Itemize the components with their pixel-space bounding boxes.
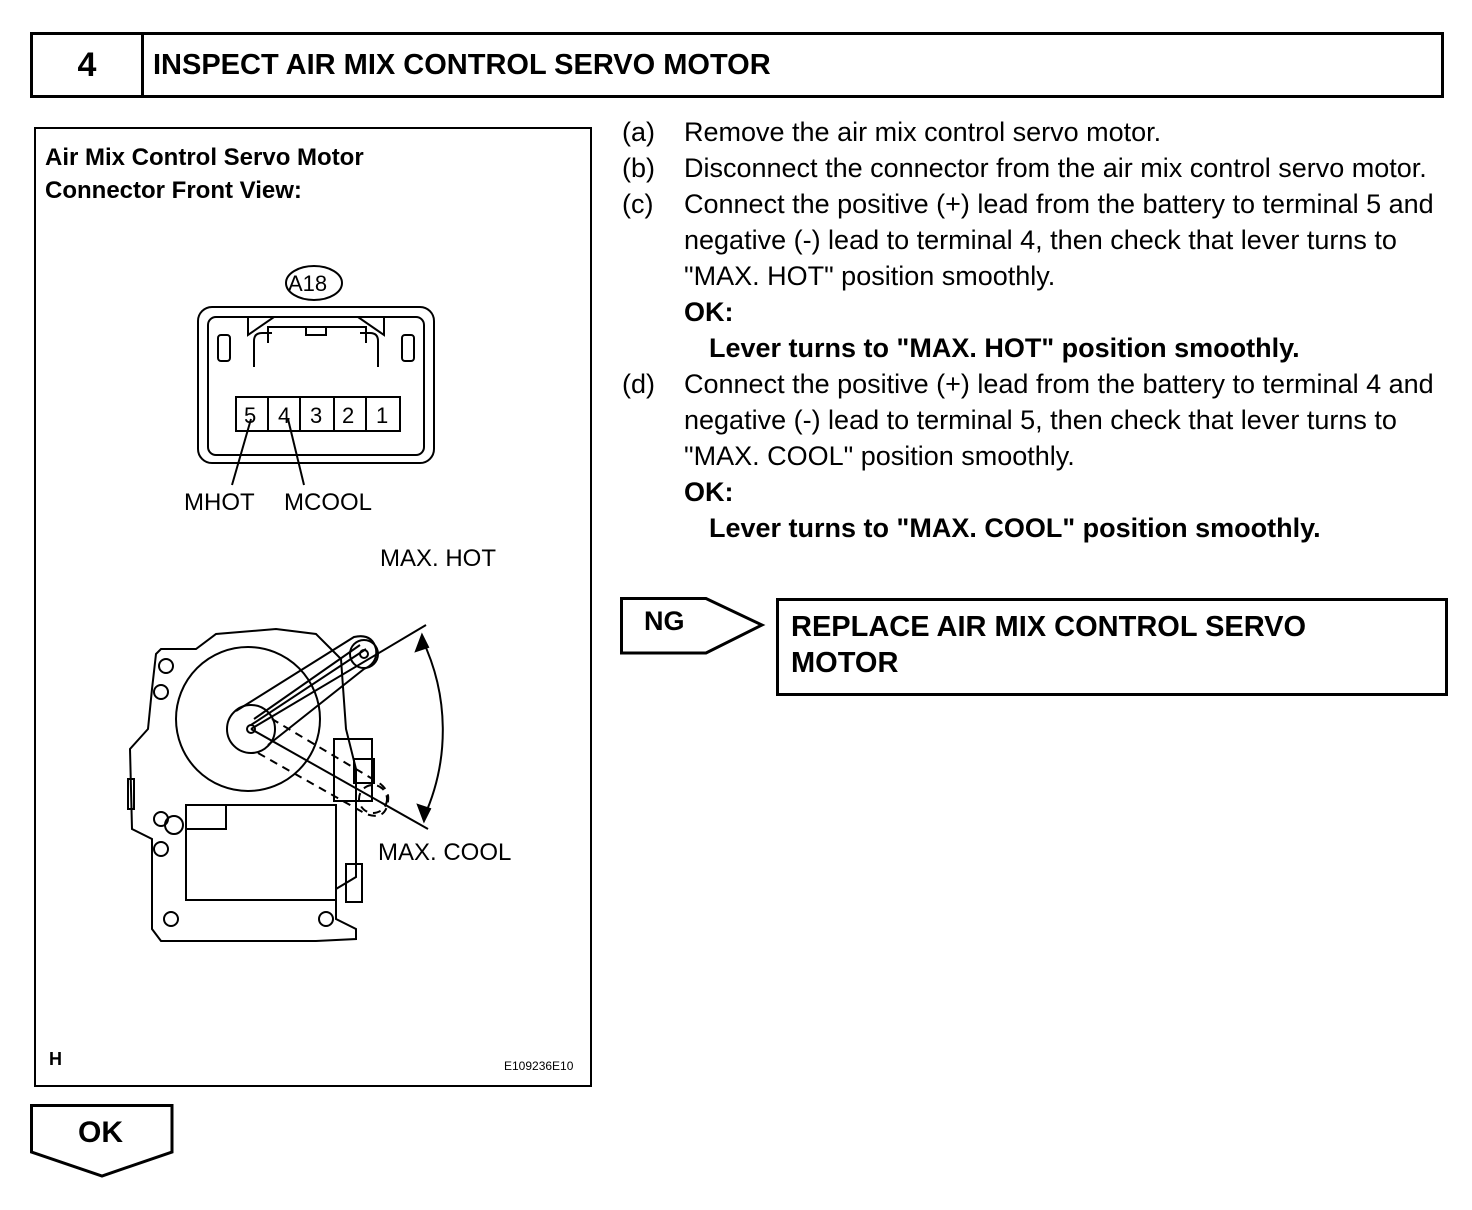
procedure-steps: (a) Remove the air mix control servo mot…	[622, 114, 1462, 546]
terminal-1: 1	[376, 403, 389, 428]
step-b: (b) Disconnect the connector from the ai…	[622, 150, 1462, 186]
ng-arrow-icon	[620, 597, 766, 655]
max-hot-label: MAX. HOT	[380, 545, 497, 572]
ok-criteria-value: Lever turns to "MAX. HOT" position smoot…	[709, 333, 1300, 363]
figure-caption-line1: Air Mix Control Servo Motor	[45, 144, 364, 171]
ok-criteria-value: Lever turns to "MAX. COOL" position smoo…	[709, 513, 1321, 543]
step-text: Disconnect the connector from the air mi…	[684, 153, 1427, 183]
connector-figure: Air Mix Control Servo Motor Connector Fr…	[34, 127, 592, 1087]
step-text: Connect the positive (+) lead from the b…	[684, 369, 1434, 471]
terminal-2: 2	[342, 403, 355, 428]
ng-action-text: REPLACE AIR MIX CONTROL SERVO MOTOR	[791, 609, 1306, 681]
step-header: 4 INSPECT AIR MIX CONTROL SERVO MOTOR	[30, 32, 1444, 98]
ng-action-line2: MOTOR	[791, 647, 899, 679]
figure-caption: Air Mix Control Servo Motor Connector Fr…	[45, 141, 364, 207]
figure-corner-mark: H	[49, 1049, 62, 1069]
ok-criteria-label: OK:	[684, 477, 734, 507]
step-letter: (d)	[622, 369, 655, 399]
step-d: (d) Connect the positive (+) lead from t…	[622, 366, 1462, 546]
connector-id-label: A18	[288, 271, 328, 296]
step-letter: (c)	[622, 189, 654, 219]
ng-label: NG	[644, 606, 685, 636]
figure-caption-line2: Connector Front View:	[45, 177, 302, 204]
ok-arrow-icon	[30, 1104, 174, 1178]
step-number: 4	[33, 35, 144, 95]
terminal-4: 4	[278, 403, 291, 428]
terminal-3: 3	[310, 403, 323, 428]
step-c: (c) Connect the positive (+) lead from t…	[622, 186, 1462, 366]
ng-action-box: REPLACE AIR MIX CONTROL SERVO MOTOR	[776, 598, 1448, 696]
step-text: Connect the positive (+) lead from the b…	[684, 189, 1434, 291]
step-title: INSPECT AIR MIX CONTROL SERVO MOTOR	[153, 48, 771, 81]
step-letter: (a)	[622, 117, 655, 147]
ok-arrow-label: OK	[78, 1116, 123, 1149]
max-cool-label: MAX. COOL	[378, 839, 512, 866]
step-letter: (b)	[622, 153, 655, 183]
figure-code: E109236E10	[504, 1059, 574, 1073]
servo-motor-illustration	[127, 265, 444, 942]
ng-action-line1: REPLACE AIR MIX CONTROL SERVO	[791, 611, 1307, 643]
ok-criteria-label: OK:	[684, 297, 734, 327]
terminal-5: 5	[244, 403, 257, 428]
pin-label-mhot: MHOT	[184, 489, 255, 516]
pin-label-mcool: MCOOL	[284, 489, 373, 516]
step-a: (a) Remove the air mix control servo mot…	[622, 114, 1462, 150]
step-text: Remove the air mix control servo motor.	[684, 117, 1162, 147]
